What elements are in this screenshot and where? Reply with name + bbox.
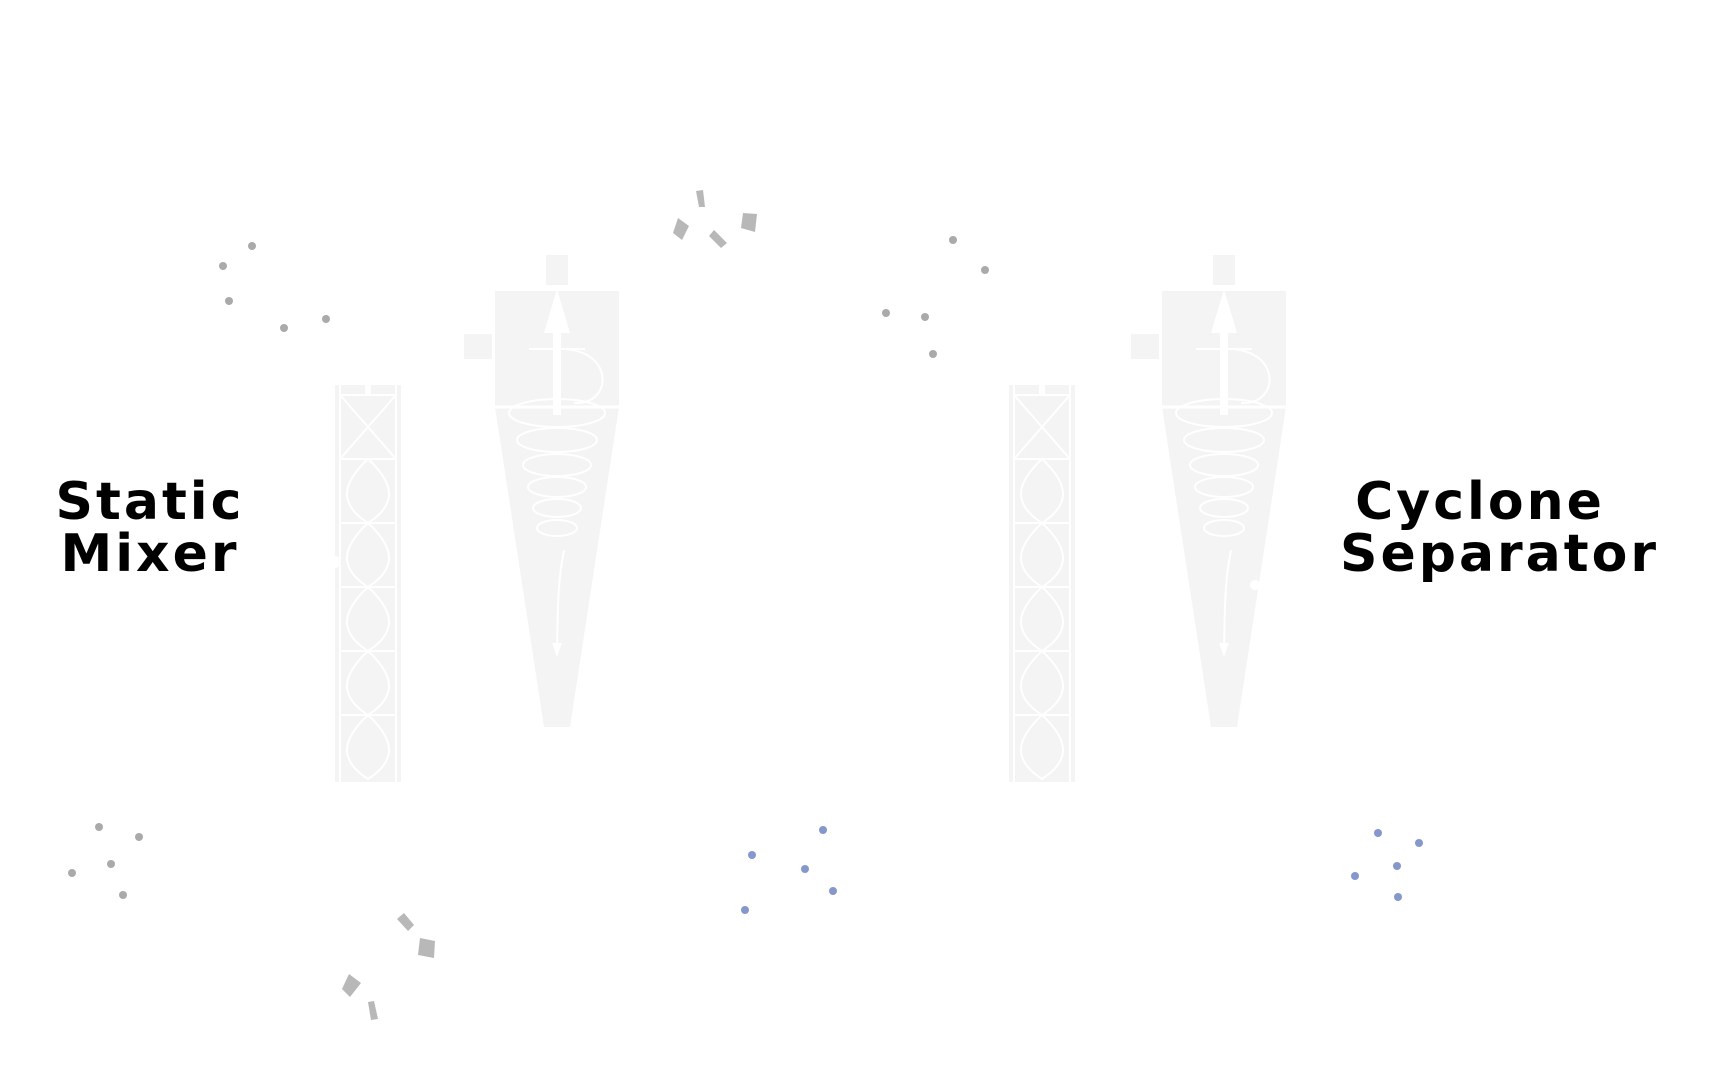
cyclone-separator-label-line2: Separator <box>1340 524 1659 584</box>
static-mixer-label-line1: Static <box>55 472 245 532</box>
cyclone-separator-icon <box>464 255 619 727</box>
particle-cluster-grey <box>882 236 989 358</box>
particle-fragment-cluster <box>673 190 757 248</box>
cyclone-separator-label: Cyclone Separator <box>1340 472 1659 584</box>
particle-cluster-grey <box>219 242 330 332</box>
particle-fragment-cluster <box>342 913 435 1020</box>
static-mixer-icon <box>329 385 401 782</box>
particle-cluster-grey <box>68 823 143 899</box>
static-mixer-label-line2: Mixer <box>60 524 240 584</box>
particle-cluster-blue <box>741 826 837 914</box>
cyclone-separator-label-line1: Cyclone <box>1355 472 1605 532</box>
cyclone-separator-icon <box>1131 255 1286 727</box>
particle-cluster-blue <box>1351 829 1423 901</box>
static-mixer-label: Static Mixer <box>40 476 260 580</box>
static-mixer-icon <box>1009 385 1075 782</box>
